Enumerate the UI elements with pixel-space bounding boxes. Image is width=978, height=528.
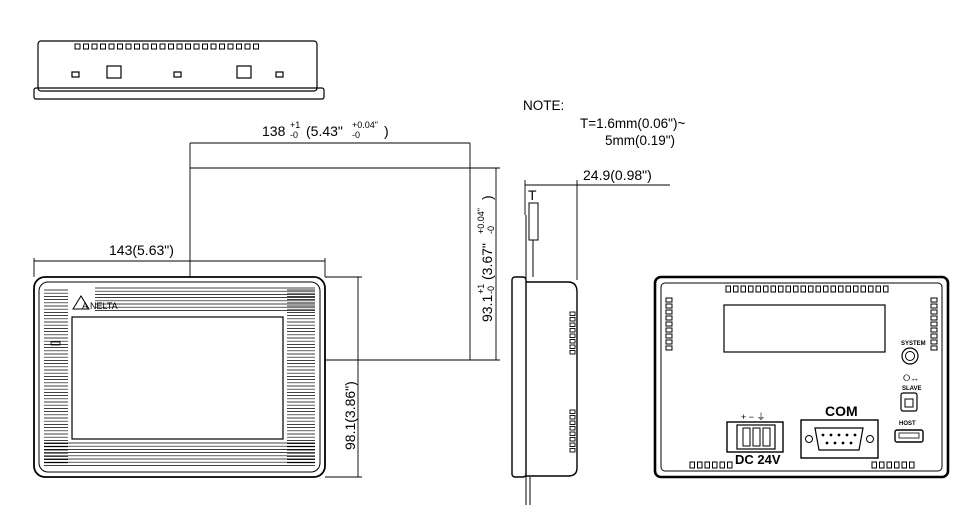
brand-text: A NELTA bbox=[82, 301, 118, 311]
svg-text:SYSTEM: SYSTEM bbox=[901, 341, 926, 347]
usb-slave-port: ⭘↔ SLAVE bbox=[900, 373, 922, 412]
overall-height-label: 98.1(3.86") bbox=[342, 381, 358, 450]
svg-text:): ) bbox=[384, 123, 389, 139]
overall-width-label: 143(5.63") bbox=[109, 242, 174, 258]
note: NOTE: T=1.6mm(0.06")~ 5mm(0.19") bbox=[523, 98, 685, 148]
svg-text:138: 138 bbox=[262, 123, 286, 139]
svg-text:-0: -0 bbox=[352, 130, 360, 140]
thickness-label: T bbox=[528, 187, 537, 203]
top-view bbox=[33, 40, 325, 100]
side-view bbox=[511, 202, 578, 505]
svg-text:93.1: 93.1 bbox=[479, 295, 495, 322]
dimension-lines bbox=[33, 142, 670, 478]
svg-text:): ) bbox=[479, 195, 495, 200]
svg-text:5mm(0.19"): 5mm(0.19") bbox=[605, 133, 675, 148]
svg-text:+1: +1 bbox=[290, 120, 300, 130]
svg-text:HOST: HOST bbox=[899, 421, 916, 427]
svg-text:-0: -0 bbox=[290, 130, 298, 140]
svg-text:T=1.6mm(0.06")~: T=1.6mm(0.06")~ bbox=[580, 116, 685, 131]
usb-host-port: HOST bbox=[894, 421, 924, 443]
front-view bbox=[33, 276, 326, 478]
usb-icon: ⭘↔ bbox=[903, 373, 919, 383]
svg-text:COM: COM bbox=[825, 403, 858, 419]
svg-text:(5.43": (5.43" bbox=[306, 123, 343, 139]
rear-view bbox=[653, 275, 950, 479]
system-button: SYSTEM bbox=[901, 341, 926, 365]
cutout-height-label: 93.1 +1 -0 (3.67" +0.04" -0 ) bbox=[476, 195, 496, 322]
com-port: COM bbox=[800, 403, 879, 459]
svg-text:-0: -0 bbox=[486, 226, 496, 234]
svg-text:NOTE:: NOTE: bbox=[523, 98, 564, 113]
svg-text:-0: -0 bbox=[486, 286, 496, 294]
svg-text:(3.67": (3.67" bbox=[479, 243, 495, 280]
svg-text:+ − ⏚: + − ⏚ bbox=[741, 412, 766, 422]
svg-text:+1: +1 bbox=[476, 284, 486, 294]
svg-text:+0.04": +0.04" bbox=[352, 120, 378, 130]
svg-text:SLAVE: SLAVE bbox=[902, 386, 922, 392]
svg-text:+0.04": +0.04" bbox=[476, 208, 486, 234]
svg-text:DC 24V: DC 24V bbox=[735, 452, 781, 467]
cutout-width-label: 138 +1 -0 (5.43" +0.04" -0 ) bbox=[262, 120, 389, 140]
power-terminal: + − ⏚ DC 24V bbox=[726, 412, 784, 467]
brand-logo: A NELTA bbox=[72, 295, 118, 311]
depth-label: 24.9(0.98") bbox=[583, 167, 652, 183]
